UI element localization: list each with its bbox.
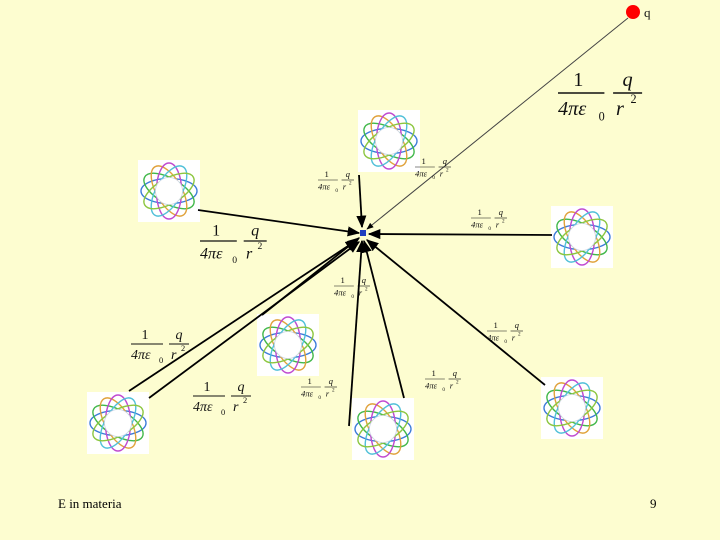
svg-text:4πε: 4πε [334, 287, 347, 297]
svg-text:1: 1 [422, 156, 426, 166]
svg-text:2: 2 [243, 396, 247, 405]
svg-text:r: r [440, 168, 444, 178]
atom-icon [257, 314, 319, 376]
svg-text:0: 0 [432, 175, 435, 181]
svg-text:4πε: 4πε [471, 219, 484, 229]
charge-label: q [644, 5, 651, 20]
svg-text:r: r [616, 98, 624, 120]
svg-text:r: r [233, 400, 239, 415]
atom-icon [358, 110, 420, 172]
svg-text:2: 2 [456, 379, 459, 385]
svg-text:1: 1 [204, 380, 211, 395]
svg-text:0: 0 [599, 110, 605, 124]
svg-text:1: 1 [432, 368, 436, 378]
svg-text:0: 0 [351, 294, 354, 300]
atom-icon [87, 392, 149, 454]
svg-text:q: q [443, 156, 448, 166]
svg-text:1: 1 [142, 328, 149, 343]
svg-text:q: q [515, 320, 520, 330]
svg-text:4πε: 4πε [487, 332, 500, 342]
svg-text:q: q [499, 207, 504, 217]
field-point [360, 230, 366, 236]
svg-text:4πε: 4πε [131, 348, 151, 363]
svg-text:1: 1 [494, 320, 498, 330]
svg-text:0: 0 [335, 188, 338, 194]
svg-text:q: q [176, 328, 183, 343]
svg-text:4πε: 4πε [558, 98, 586, 120]
svg-text:1: 1 [212, 222, 220, 239]
svg-text:4πε: 4πε [200, 245, 223, 262]
field-arrow [367, 240, 545, 385]
svg-text:0: 0 [159, 356, 163, 365]
svg-text:r: r [450, 380, 454, 390]
field-arrow [149, 242, 359, 398]
svg-text:r: r [343, 181, 347, 191]
svg-text:q: q [362, 275, 367, 285]
svg-text:4πε: 4πε [425, 380, 438, 390]
svg-text:1: 1 [341, 275, 345, 285]
svg-text:0: 0 [221, 408, 225, 417]
field-arrow [129, 240, 357, 391]
svg-text:r: r [326, 388, 330, 398]
page-number: 9 [650, 496, 657, 512]
svg-text:0: 0 [318, 395, 321, 401]
svg-text:r: r [512, 332, 516, 342]
svg-text:q: q [329, 376, 334, 386]
svg-text:q: q [623, 69, 633, 91]
field-arrow [198, 210, 359, 233]
atom-icon [138, 160, 200, 222]
svg-text:r: r [359, 287, 363, 297]
field-arrow [359, 175, 362, 227]
charge-point [626, 5, 640, 19]
svg-text:2: 2 [332, 387, 335, 393]
svg-text:2: 2 [365, 286, 368, 292]
svg-text:2: 2 [502, 218, 505, 224]
svg-text:r: r [496, 219, 500, 229]
svg-text:0: 0 [488, 226, 491, 232]
svg-text:4πε: 4πε [415, 168, 428, 178]
atom-icon [541, 377, 603, 439]
svg-text:0: 0 [232, 255, 237, 266]
svg-text:2: 2 [518, 331, 521, 337]
svg-text:1: 1 [478, 207, 482, 217]
svg-text:2: 2 [258, 241, 263, 252]
svg-text:4πε: 4πε [318, 181, 331, 191]
atom-icon [551, 206, 613, 268]
svg-text:4πε: 4πε [193, 400, 213, 415]
svg-text:q: q [251, 222, 259, 239]
svg-text:q: q [453, 368, 458, 378]
svg-text:2: 2 [181, 344, 185, 353]
svg-text:q: q [346, 169, 351, 179]
svg-text:1: 1 [325, 169, 329, 179]
svg-text:q: q [238, 380, 245, 395]
svg-text:r: r [246, 245, 253, 262]
field-arrow [369, 234, 552, 235]
svg-text:2: 2 [631, 92, 637, 106]
svg-text:2: 2 [349, 180, 352, 186]
svg-text:r: r [171, 348, 177, 363]
atom-icon [352, 398, 414, 460]
svg-text:0: 0 [504, 339, 507, 345]
footer-title: E in materia [58, 496, 122, 512]
svg-text:1: 1 [308, 376, 312, 386]
svg-text:0: 0 [442, 387, 445, 393]
svg-text:2: 2 [446, 167, 449, 173]
svg-text:1: 1 [573, 69, 583, 91]
svg-text:4πε: 4πε [301, 388, 314, 398]
